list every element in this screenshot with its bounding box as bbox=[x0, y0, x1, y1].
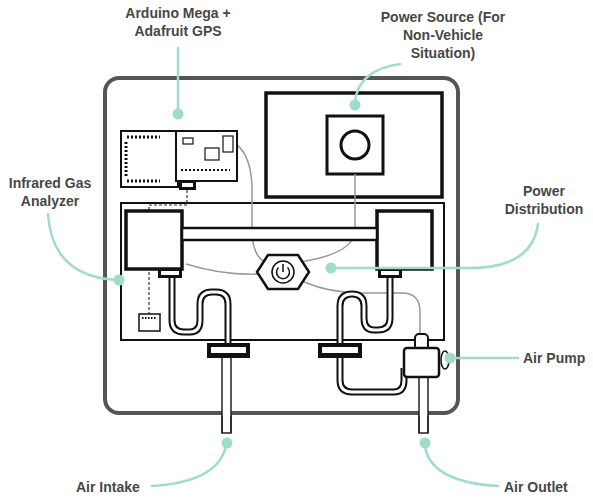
wire bbox=[300, 174, 355, 262]
callout-label: Power Source (For Non-Vehicle Situation) bbox=[376, 8, 510, 62]
leader-dot bbox=[350, 100, 361, 111]
leader-line bbox=[355, 64, 400, 102]
tube bbox=[340, 358, 404, 392]
tube-inner bbox=[340, 278, 390, 343]
housing bbox=[105, 78, 458, 413]
component bbox=[183, 138, 193, 144]
header-pins bbox=[181, 169, 230, 171]
tube-connector-slot bbox=[381, 271, 399, 275]
leader-line bbox=[48, 214, 116, 280]
leader-dot bbox=[326, 263, 337, 274]
power-socket bbox=[327, 116, 383, 174]
tube bbox=[172, 278, 228, 343]
leader-line bbox=[452, 357, 518, 360]
gps-chip bbox=[205, 148, 219, 160]
outlet-pipe-edge bbox=[418, 376, 420, 433]
power-distribution-hub bbox=[257, 255, 309, 289]
outlet-pipe-inner bbox=[419, 376, 428, 416]
rj-pins bbox=[142, 317, 157, 319]
analyzer-block bbox=[377, 211, 432, 269]
callout-label: Air Outlet bbox=[504, 478, 584, 496]
arduino-connector bbox=[179, 180, 196, 190]
leader-dot bbox=[173, 109, 184, 120]
intake-connector-slot bbox=[211, 347, 246, 353]
analyzer-tube bbox=[182, 228, 377, 240]
tube-connector bbox=[378, 268, 402, 278]
leader-dot bbox=[445, 353, 456, 364]
intake-pipe-edge bbox=[230, 356, 232, 433]
tubes bbox=[172, 278, 404, 392]
leader-line bbox=[334, 224, 538, 268]
callout-label: Infrared Gas Analyzer bbox=[2, 174, 98, 210]
callout-label: Air Pump bbox=[523, 349, 589, 367]
intake-pipe bbox=[222, 356, 231, 433]
arduino-board bbox=[121, 131, 178, 187]
power-button bbox=[272, 261, 294, 283]
wire bbox=[186, 264, 262, 274]
leader-line bbox=[425, 446, 498, 486]
leader-line bbox=[152, 446, 226, 486]
leader-dot bbox=[114, 275, 125, 286]
power-symbol bbox=[277, 264, 290, 279]
outlet-connector-slot bbox=[322, 347, 358, 353]
component bbox=[223, 136, 233, 152]
tube-connector-slot bbox=[161, 271, 179, 275]
outlet-pipe bbox=[419, 376, 428, 433]
arduino-connector-slot bbox=[182, 183, 193, 187]
power-source-box bbox=[266, 93, 442, 197]
header-pins bbox=[126, 137, 160, 181]
intake-pipe-inner bbox=[222, 356, 231, 416]
air-pump bbox=[404, 348, 439, 377]
tube bbox=[340, 278, 390, 343]
outlet-connector bbox=[318, 343, 362, 358]
analyzer-block bbox=[126, 211, 182, 269]
leader-dot bbox=[222, 438, 233, 449]
intake-pipe-edge bbox=[221, 356, 223, 433]
tube-connector bbox=[158, 268, 182, 278]
callout-label: Power Distribution bbox=[500, 182, 588, 218]
gps-board bbox=[176, 131, 237, 181]
leader-dot bbox=[420, 438, 431, 449]
intake-connector bbox=[207, 343, 250, 358]
outlet-pipe-edge bbox=[427, 376, 429, 433]
leader-line bbox=[177, 48, 180, 112]
callout-label: Arduino Mega + Adafruit GPS bbox=[113, 4, 243, 40]
rj-connector bbox=[139, 314, 160, 331]
callout-label: Air Intake bbox=[76, 478, 150, 496]
power-socket-hole bbox=[341, 131, 369, 159]
tube-inner bbox=[340, 358, 404, 392]
tube-inner bbox=[172, 278, 228, 343]
